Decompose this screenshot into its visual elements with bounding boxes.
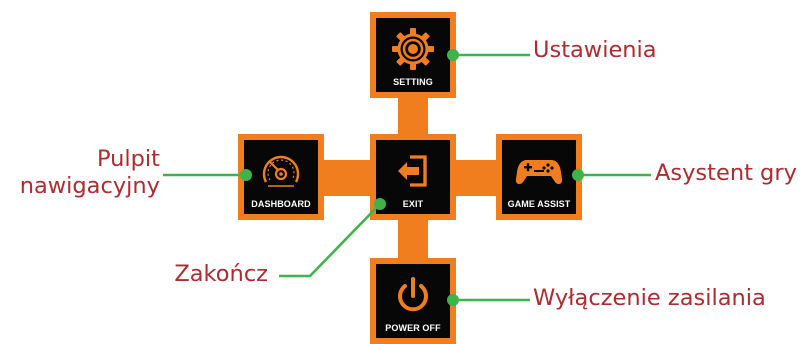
power-icon	[376, 270, 450, 320]
setting-tile-face: SETTING	[376, 18, 450, 92]
dashboard-callout-line1: Pulpit	[96, 146, 160, 172]
speedometer-icon	[244, 146, 318, 196]
game-assist-label: GAME ASSIST	[507, 199, 571, 209]
power-off-tile-face: POWER OFF	[376, 264, 450, 338]
power-off-button[interactable]: POWER OFF	[370, 258, 456, 344]
dashboard-tile-face: DASHBOARD	[244, 140, 318, 214]
dashboard-callout-line2: nawigacyjny	[19, 173, 160, 199]
power-off-label: POWER OFF	[385, 323, 441, 333]
exit-door-icon	[376, 146, 450, 196]
exit-tile-face: EXIT	[376, 140, 450, 214]
setting-button[interactable]: SETTING	[370, 12, 456, 98]
dashboard-button[interactable]: DASHBOARD	[238, 134, 324, 220]
game-assist-tile-face: GAME ASSIST	[502, 140, 576, 214]
dashboard-label: DASHBOARD	[251, 199, 311, 209]
connector-top	[398, 94, 428, 138]
exit-callout: Zakończ	[174, 261, 268, 287]
gear-icon	[376, 24, 450, 74]
exit-button[interactable]: EXIT	[370, 134, 456, 220]
gamepad-icon	[502, 146, 576, 196]
game-assist-callout: Asystent gry	[655, 160, 797, 186]
setting-callout: Ustawienia	[533, 37, 657, 63]
exit-label: EXIT	[402, 199, 424, 209]
power-off-callout: Wyłączenie zasilania	[533, 285, 766, 311]
connector-bottom	[398, 218, 428, 262]
setting-label: SETTING	[393, 77, 433, 87]
connector-left	[320, 160, 376, 196]
game-assist-button[interactable]: GAME ASSIST	[496, 134, 582, 220]
